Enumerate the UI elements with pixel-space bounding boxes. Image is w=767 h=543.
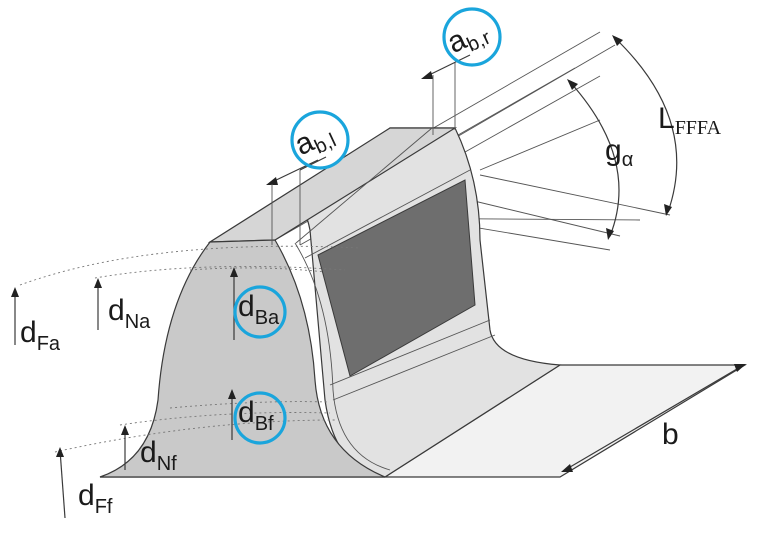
highlight-a-br bbox=[442, 7, 502, 67]
label-l-fffa: LFFFA bbox=[658, 102, 722, 139]
label-g-alpha: gα bbox=[605, 134, 633, 171]
label-d-ff: dFf bbox=[78, 479, 113, 518]
label-d-ba: dBa bbox=[238, 290, 280, 329]
g-alpha-dimension bbox=[567, 79, 620, 240]
a-bl-dimension bbox=[266, 156, 327, 245]
highlight-d-ba bbox=[233, 285, 287, 339]
l-fffa-dimension bbox=[612, 35, 678, 216]
highlight-a-bl bbox=[290, 110, 350, 170]
highlight-circles bbox=[233, 7, 502, 445]
diameter-arrows bbox=[11, 267, 238, 519]
diameter-arcs bbox=[19, 245, 361, 453]
b-dimension bbox=[561, 364, 746, 472]
a-br-dimension bbox=[421, 54, 471, 135]
highlight-d-bf bbox=[233, 391, 287, 445]
label-d-nf: dNf bbox=[140, 436, 177, 475]
contact-pattern bbox=[317, 179, 476, 377]
flank-boundaries bbox=[294, 127, 496, 471]
label-d-bf: dBf bbox=[238, 396, 274, 435]
label-d-na: dNa bbox=[108, 294, 151, 333]
label-b: b bbox=[662, 418, 679, 451]
label-d-fa: dFa bbox=[20, 316, 61, 355]
tooth-front-face bbox=[99, 239, 386, 478]
